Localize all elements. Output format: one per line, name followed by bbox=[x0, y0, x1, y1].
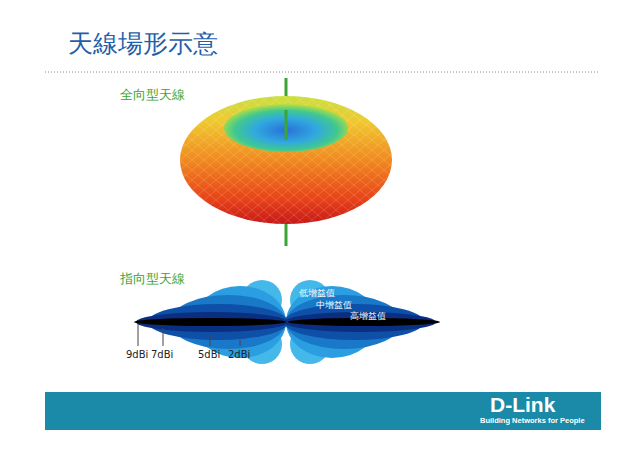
gain-legend: 高增益值 bbox=[350, 312, 386, 322]
directional-lobes bbox=[134, 280, 440, 364]
divider bbox=[45, 72, 600, 73]
slide-title: 天線場形示意 bbox=[68, 30, 218, 58]
section-label: 全向型天線 bbox=[120, 88, 185, 102]
gain-label: 2dBi bbox=[228, 349, 250, 360]
logo: D-Link bbox=[490, 393, 555, 416]
leader-lines bbox=[138, 324, 240, 346]
gain-label: 7dBi bbox=[151, 349, 173, 360]
section-label: 指向型天線 bbox=[120, 272, 185, 286]
omni-torus bbox=[180, 96, 392, 224]
gain-label: 9dBi bbox=[126, 349, 148, 360]
gain-legend: 中增益值 bbox=[316, 301, 352, 311]
footer-bar bbox=[45, 392, 601, 430]
gain-legend: 低增益值 bbox=[299, 289, 335, 299]
gain-label: 5dBi bbox=[198, 349, 220, 360]
logo-tagline: Building Networks for People bbox=[480, 417, 585, 425]
